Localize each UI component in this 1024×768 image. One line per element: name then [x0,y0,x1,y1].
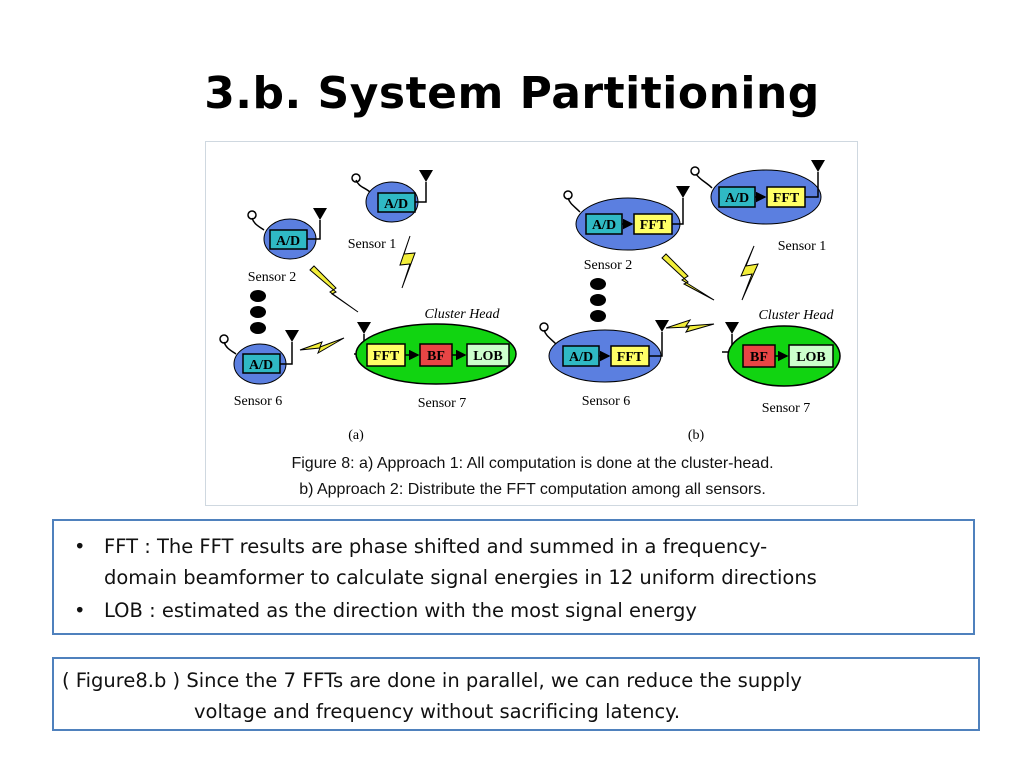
ellipsis-dots [250,290,266,334]
figure-8: A/D Sensor 1 A/D Sensor 2 [205,141,858,506]
figure-caption-line-2: b) Approach 2: Distribute the FFT comput… [299,481,766,498]
lightning-icon [399,235,416,289]
antenna-icon [313,208,327,220]
bullet-fft: FFT : The FFT results are phase shifted … [64,531,963,593]
block-fft: FFT [617,350,644,365]
bullet-line: LOB : estimated as the direction with th… [104,599,697,622]
bullet-line: domain beamformer to calculate signal en… [104,566,817,589]
block-lob: LOB [796,350,826,365]
microphone-icon [563,190,573,200]
block-ad: A/D [249,358,273,373]
antenna-icon [676,186,690,198]
sensor-label: Sensor 1 [348,237,397,252]
note-box: ( Figure8.b ) Since the 7 FFTs are done … [52,657,980,731]
microphone-icon [351,173,361,183]
block-lob: LOB [473,349,503,364]
sensor-label: Sensor 2 [248,270,297,285]
lightning-icon [665,319,715,333]
microphone-icon [219,334,229,344]
block-ad: A/D [276,234,300,249]
cluster-head-label: Cluster Head [424,307,500,322]
antenna-icon [655,320,669,332]
note-line-1: ( Figure8.b ) Since the 7 FFTs are done … [62,669,802,692]
panel-b-sensor-2: A/D FFT Sensor 2 [563,186,690,273]
sensor-label: Sensor 7 [418,396,467,411]
block-ad: A/D [569,350,593,365]
panel-b-sensor-6: A/D FFT Sensor 6 [539,320,669,409]
block-fft: FFT [640,218,667,233]
partitioning-diagram: A/D Sensor 1 A/D Sensor 2 [219,160,841,443]
sensor-label: Sensor 1 [778,239,827,254]
panel-a-sensor-6: A/D Sensor 6 [219,330,299,409]
block-ad: A/D [725,191,749,206]
microphone-icon [247,210,257,220]
panel-a-cluster-head: Cluster Head FFT BF LOB Sensor 7 [354,307,517,411]
bullet-lob: LOB : estimated as the direction with th… [64,595,963,626]
block-fft: FFT [373,349,400,364]
bullet-box: FFT : The FFT results are phase shifted … [52,519,975,635]
block-ad: A/D [384,197,408,212]
sensor-label: Sensor 6 [234,394,283,409]
panel-b-sensor-1: A/D FFT Sensor 1 [690,160,827,254]
panel-b-label: (b) [688,428,705,443]
block-bf: BF [750,350,768,365]
slide-title: 3.b. System Partitioning [204,68,820,119]
ellipsis-dots [590,278,606,322]
sensor-label: Sensor 6 [582,394,631,409]
note-line-2: voltage and frequency without sacrificin… [194,700,681,723]
cluster-head-label: Cluster Head [758,308,834,323]
lightning-icon [661,253,715,301]
antenna-icon [285,330,299,342]
antenna-icon [811,160,825,172]
panel-a-sensor-2: A/D Sensor 2 [247,208,327,285]
sensor-label: Sensor 2 [584,258,633,273]
lightning-icon [299,337,345,355]
lightning-icon [309,265,359,313]
block-ad: A/D [592,218,616,233]
antenna-icon [419,170,433,182]
microphone-icon [690,166,700,176]
figure-caption-line-1: Figure 8: a) Approach 1: All computation… [291,455,774,472]
panel-b-cluster-head: Cluster Head BF LOB Sensor 7 [722,308,841,416]
block-bf: BF [427,349,445,364]
lightning-icon [740,245,759,301]
panel-a-label: (a) [348,428,364,443]
antenna-icon [725,322,739,334]
bullet-line: FFT : The FFT results are phase shifted … [104,535,768,558]
microphone-icon [539,322,549,332]
antenna-icon [357,322,371,334]
panel-a-sensor-1: A/D Sensor 1 [348,170,433,252]
block-fft: FFT [773,191,800,206]
sensor-label: Sensor 7 [762,401,811,416]
